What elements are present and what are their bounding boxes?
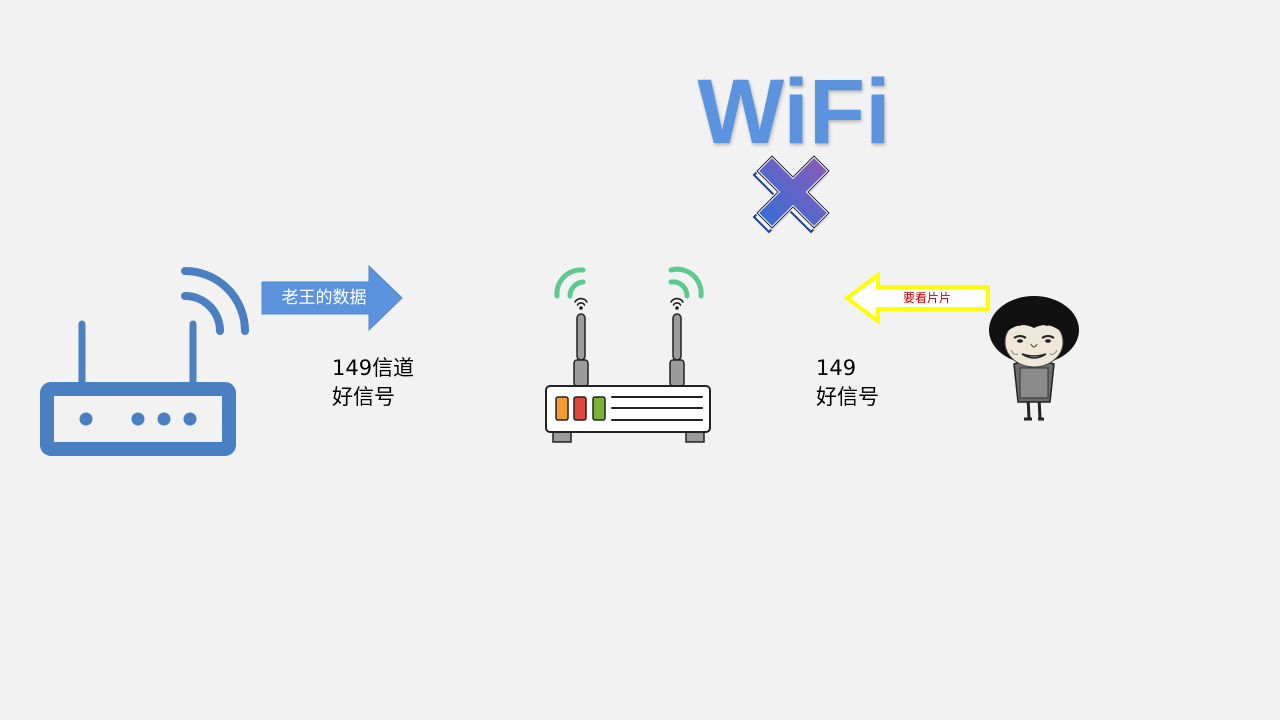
x-mark-icon — [752, 153, 832, 234]
wifi-router-icon — [545, 266, 711, 443]
router-outline-icon — [40, 267, 249, 456]
wifi-title: WiFi — [697, 61, 891, 163]
arrow-label-watch: 要看片片 — [902, 291, 951, 305]
signal-label-right: 好信号 — [816, 385, 879, 409]
signal-label-left: 好信号 — [332, 385, 395, 409]
channel-info-right: 149 好信号 — [816, 354, 879, 412]
right-arrow — [261, 264, 403, 332]
channel-label-left: 149信道 — [332, 356, 415, 380]
arrow-label-data: 老王的数据 — [281, 288, 367, 308]
channel-label-right: 149 — [816, 356, 857, 380]
left-arrow — [844, 272, 990, 325]
channel-info-left: 149信道 好信号 — [332, 354, 414, 412]
meme-character-icon — [989, 296, 1079, 421]
